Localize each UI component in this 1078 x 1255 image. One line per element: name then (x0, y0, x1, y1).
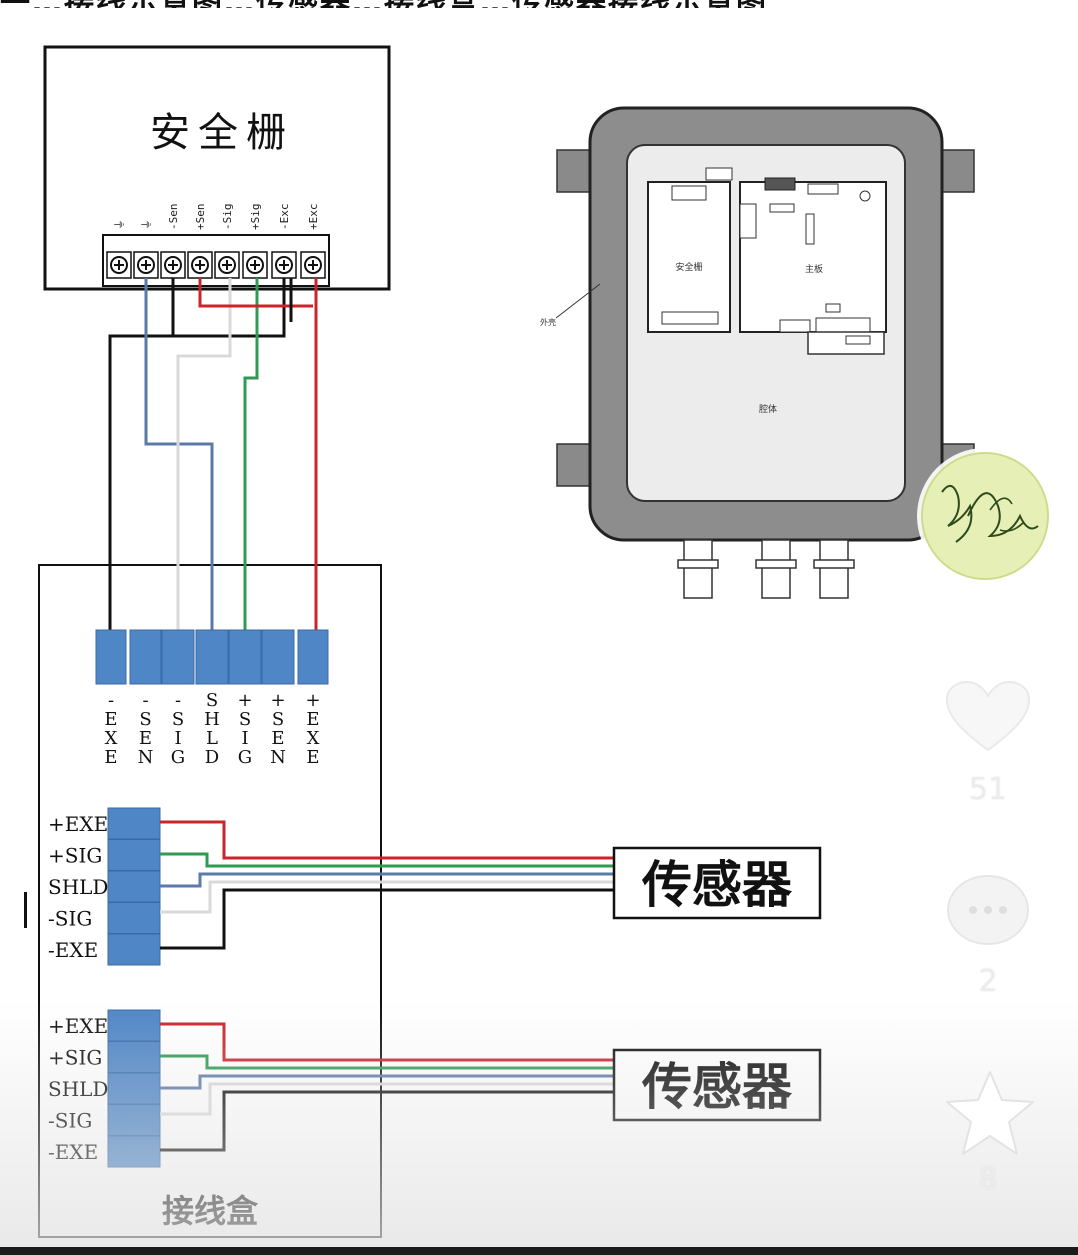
like-action[interactable]: 51 (938, 680, 1038, 807)
junction-terminal-label: S (239, 709, 251, 730)
barrier-terminal-label: ⏚ (140, 219, 153, 230)
barrier-title: 安全栅 (150, 110, 294, 156)
left-board-label: 安全栅 (675, 261, 702, 273)
sensor-wire (160, 820, 614, 860)
sensor-pin-label: +SIG (48, 844, 102, 868)
junction-terminal-label: S (206, 690, 218, 711)
junction-terminal-label: + (270, 690, 285, 711)
star-icon (945, 1070, 1034, 1155)
sensor-pin-label: SHLD (48, 875, 108, 899)
body-label: 腔体 (759, 403, 777, 415)
sensor-pin-label: +EXE (48, 812, 108, 836)
sensor-pin-block (107, 839, 161, 871)
junction-terminal-label: N (138, 747, 154, 768)
barrier-terminal-label: +Sig (249, 204, 262, 231)
wire (176, 278, 232, 630)
sensor-pin-block (107, 807, 161, 840)
comment-action[interactable]: 2 (938, 872, 1038, 999)
sensor-label: 传感器 (641, 1058, 793, 1116)
comment-count: 2 (978, 964, 998, 999)
wire (173, 278, 286, 338)
favorite-count: 8 (978, 1162, 998, 1197)
sensor-pin-block (107, 933, 161, 966)
junction-terminal-label: G (238, 747, 252, 768)
junction-terminal-label: E (104, 747, 117, 768)
signature-seal (917, 448, 1053, 584)
barrier-terminal-label: ⏚ (113, 219, 126, 230)
junction-terminal-label: H (204, 709, 220, 730)
junction-terminal-label: X (105, 728, 118, 749)
junction-terminal-label: I (174, 728, 181, 749)
barrier-terminal-label: -Exc (278, 204, 291, 231)
junction-terminal-label: S (139, 709, 151, 730)
junction-terminal-label: - (175, 690, 181, 711)
barrier-terminal-label: -Sen (167, 204, 180, 231)
junction-terminal (228, 629, 262, 685)
junction-terminal-label: S (172, 709, 184, 730)
favorite-action[interactable]: 8 (938, 1070, 1038, 1197)
wire (198, 278, 313, 308)
bottom-bar (0, 1247, 1078, 1255)
sensor-wire (160, 852, 614, 868)
sensor-pin-block (107, 1135, 161, 1168)
junction-terminal-label: - (142, 690, 148, 711)
sensor-box (612, 846, 822, 920)
junction-terminal (95, 629, 127, 685)
barrier-terminal-label: -Sig (221, 204, 234, 231)
junction-terminal-label: I (241, 728, 248, 749)
junction-terminal (161, 629, 195, 685)
safety-barrier-box: 安全栅 ⏚ ⏚ -Sen +Sen -Sig +Sig -Exc +Exc (43, 45, 391, 291)
junction-terminal (129, 629, 162, 685)
barrier-terminal-label: +Exc (307, 204, 320, 231)
sensor-wire (160, 872, 614, 888)
sensor-pin-block (107, 1104, 161, 1136)
sensor-pin-block (107, 1009, 161, 1042)
sensor-pin-label: +EXE (48, 1014, 108, 1038)
junction-terminal-label: S (272, 709, 284, 730)
sensor-pin-block (107, 1072, 161, 1105)
sensor-pin-block (107, 1041, 161, 1073)
junction-terminal (297, 629, 329, 685)
junction-terminal-label: D (205, 747, 219, 768)
junction-terminal-label: - (108, 690, 114, 711)
junction-terminal-label: X (307, 728, 320, 749)
sensor-pin-block (107, 870, 161, 903)
sensor-pin-label: -EXE (48, 1140, 98, 1164)
junction-terminal-label: E (306, 747, 319, 768)
sensor-pin-label: -EXE (48, 938, 98, 962)
scroll-indicator (24, 892, 27, 928)
sensor-pin-label: +SIG (48, 1046, 102, 1070)
sensor-wire (160, 880, 614, 914)
junction-terminal-label: N (270, 747, 286, 768)
junction-box-title: 接线盒 (162, 1192, 259, 1230)
sensor-pin-label: -SIG (48, 1109, 92, 1133)
junction-terminal-label: L (206, 728, 218, 749)
sensor-wire (160, 888, 614, 950)
top-caption-partial: 一…接线示意图…传感器…接线盒…传感器接线示意图 (0, 0, 1078, 8)
sensor-group: +EXE +SIG SHLD -SIG -EXE 传感器 (48, 807, 822, 966)
shell-label: 外壳 (540, 317, 556, 327)
junction-terminal-label: G (171, 747, 185, 768)
heart-icon (945, 680, 1031, 754)
sensor-pin-label: SHLD (48, 1077, 108, 1101)
comment-icon (945, 872, 1031, 946)
enclosure-drawing: 安全栅 主板 腔体 外壳 (540, 106, 975, 599)
sensor-label: 传感器 (641, 856, 793, 914)
wire (108, 278, 175, 630)
junction-terminal (195, 629, 229, 685)
junction-terminal-label: E (139, 728, 152, 749)
like-count: 51 (968, 772, 1008, 807)
junction-terminal-label: E (104, 709, 117, 730)
junction-terminal-label: E (271, 728, 284, 749)
junction-terminal (261, 629, 295, 685)
sensor-pin-label: -SIG (48, 907, 92, 931)
junction-terminal-label: E (306, 709, 319, 730)
junction-terminal-label: + (305, 690, 320, 711)
junction-terminal-label: + (237, 690, 252, 711)
barrier-terminal-label: +Sen (194, 204, 207, 231)
wire (243, 278, 259, 630)
sensor-pin-block (107, 902, 161, 934)
right-board-label: 主板 (805, 263, 823, 275)
